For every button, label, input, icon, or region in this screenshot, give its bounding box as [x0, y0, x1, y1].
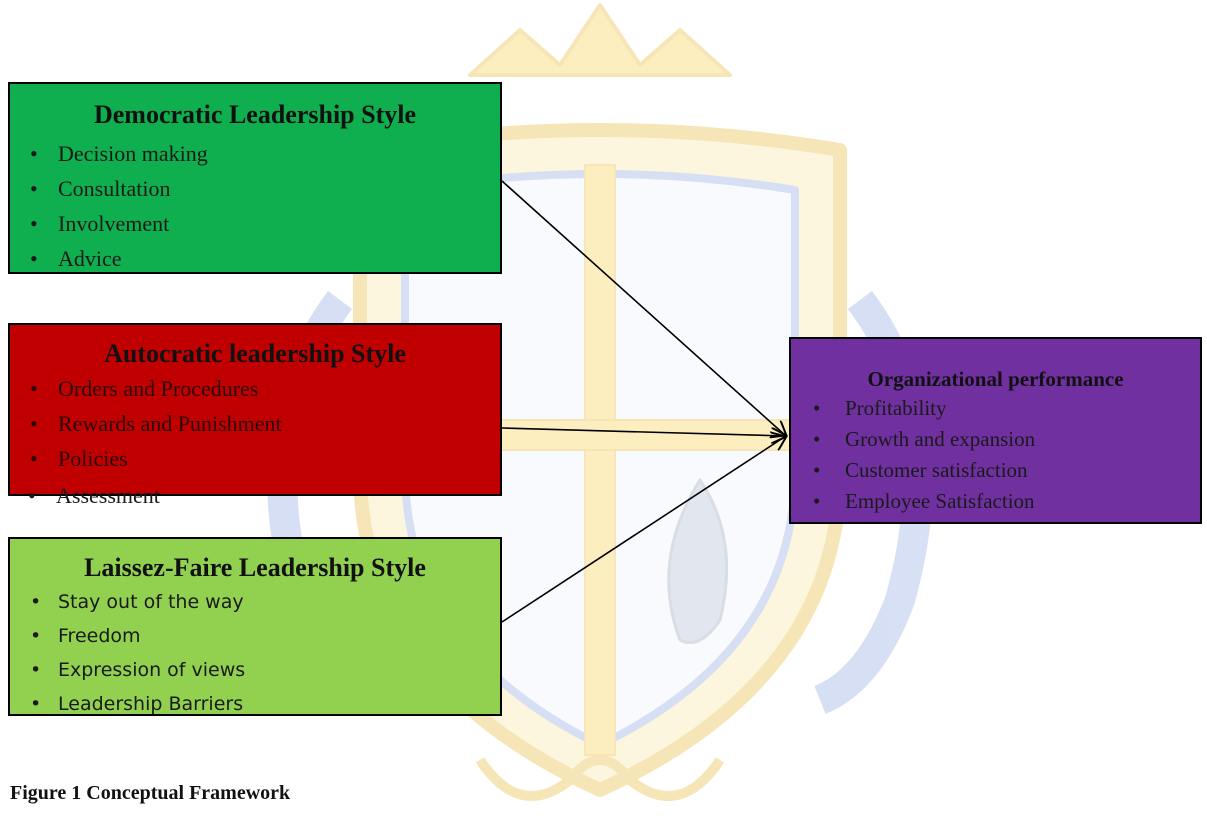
- list-item: Growth and expansion: [791, 424, 1200, 455]
- list-item: Advice: [10, 241, 500, 272]
- arrow-autocratic-to-performance: [501, 427, 786, 436]
- scroll-ornament: [475, 755, 725, 801]
- overflow-item-text: Assessment: [56, 483, 160, 508]
- performance-title: Organizational performance: [867, 367, 1124, 391]
- list-item: Freedom: [10, 619, 500, 653]
- democratic-title: Democratic Leadership Style: [93, 100, 417, 129]
- list-item: Consultation: [10, 171, 500, 206]
- list-item: Profitability: [791, 393, 1200, 424]
- democratic-list: Decision making Consultation Involvement…: [10, 136, 500, 272]
- list-item: Orders and Procedures: [10, 371, 500, 406]
- bullet: •: [28, 483, 36, 508]
- list-item: Policies: [10, 441, 500, 476]
- autocratic-list: Orders and Procedures Rewards and Punish…: [10, 371, 500, 476]
- laissez-faire-leadership-box: Laissez-Faire Leadership Style Stay out …: [8, 537, 502, 716]
- list-item: Expression of views: [10, 653, 500, 687]
- cross-vertical: [584, 164, 616, 756]
- democratic-leadership-box: Democratic Leadership Style Decision mak…: [8, 82, 502, 274]
- list-item: Rewards and Punishment: [10, 406, 500, 441]
- arrow-laissez-to-performance: [501, 436, 786, 623]
- list-item: Involvement: [10, 206, 500, 241]
- list-item: Employee Satisfaction: [791, 486, 1200, 517]
- list-item: Leadership Barriers: [10, 687, 500, 714]
- autocratic-leadership-box: Autocratic leadership Style Orders and P…: [8, 323, 502, 496]
- performance-list: Profitability Growth and expansion Custo…: [791, 393, 1200, 517]
- organizational-performance-box: Organizational performance Profitability…: [789, 337, 1202, 524]
- laissez-faire-title: Laissez-Faire Leadership Style: [84, 553, 426, 582]
- list-item: Decision making: [10, 136, 500, 171]
- crown-shape: [468, 3, 732, 77]
- figure-caption: Figure 1 Conceptual Framework: [10, 782, 291, 804]
- arrow-democratic-to-performance: [501, 180, 786, 436]
- laissez-faire-list: Stay out of the way Freedom Expression o…: [10, 585, 500, 714]
- feather-shape: [667, 478, 729, 644]
- list-item: Customer satisfaction: [791, 455, 1200, 486]
- autocratic-title: Autocratic leadership Style: [104, 339, 406, 368]
- autocratic-overflow-item: • Assessment: [28, 482, 160, 510]
- list-item: Stay out of the way: [10, 585, 500, 619]
